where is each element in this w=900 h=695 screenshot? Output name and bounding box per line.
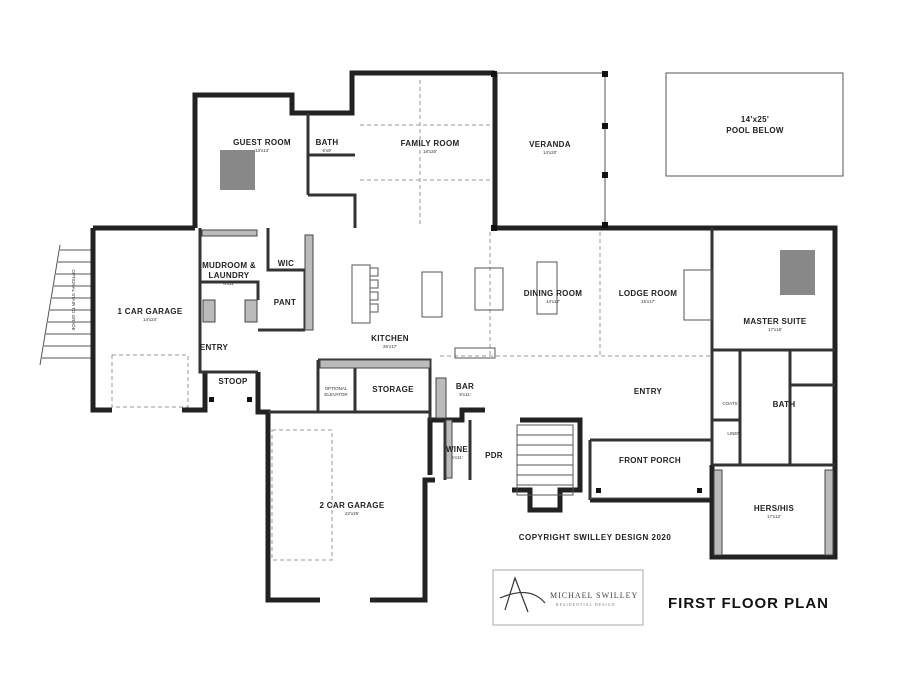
copyright-note: COPYRIGHT SWILLEY DESIGN 2020 [519,533,672,542]
svg-text:BAR: BAR [456,382,474,391]
room-storage: STORAGE [372,385,414,394]
pool-outline: 14'x25' POOL BELOW [665,72,844,177]
room-linen: LINEN [727,431,740,436]
svg-text:ENTRY: ENTRY [634,387,663,396]
svg-text:DINING ROOM: DINING ROOM [524,289,582,298]
svg-text:LAUNDRY: LAUNDRY [209,271,250,280]
svg-text:LINEN: LINEN [727,431,740,436]
logo-name: MICHAEL SWILLEY [550,591,638,600]
optional-stair: OPTIONAL STAIR TO GRADE [39,244,92,366]
svg-text:STOOP: STOOP [218,377,248,386]
svg-text:14'x17': 14'x17' [546,299,560,304]
plan-title: FIRST FLOOR PLAN [668,595,829,612]
svg-text:15'x17': 15'x17' [641,299,655,304]
svg-text:26'x17': 26'x17' [383,344,397,349]
svg-text:22'x26': 22'x26' [345,511,359,516]
svg-text:18'x20': 18'x20' [423,149,437,154]
room-main-entry: ENTRY [634,387,663,396]
room-master-bath: BATH [773,400,796,409]
optional-stair-note: OPTIONAL STAIR TO GRADE [71,269,76,330]
svg-text:OPTIONAL: OPTIONAL [325,386,348,391]
pool-label: POOL BELOW [726,126,784,135]
svg-text:PDR: PDR [485,451,503,460]
svg-text:MUDROOM &: MUDROOM & [202,261,256,270]
svg-text:17'x12': 17'x12' [767,514,781,519]
room-side-entry: ENTRY [200,343,229,352]
svg-text:ELEVATOR: ELEVATOR [324,392,348,397]
svg-text:2 CAR GARAGE: 2 CAR GARAGE [320,501,385,510]
room-coats: COATS [722,401,737,406]
svg-text:BATH: BATH [316,138,339,147]
veranda-outline [491,71,608,231]
svg-text:9'x11': 9'x11' [459,392,470,397]
svg-text:HERS/HIS: HERS/HIS [754,504,795,513]
room-pdr: PDR [485,451,503,460]
pool-size: 14'x25' [741,115,769,124]
main-stair [516,424,574,496]
svg-text:FRONT PORCH: FRONT PORCH [619,456,681,465]
svg-text:ENTRY: ENTRY [200,343,229,352]
svg-text:MASTER SUITE: MASTER SUITE [743,317,807,326]
room-wic: WIC [278,259,294,268]
designer-logo: MICHAEL SWILLEY RESIDENTIAL DESIGN [492,569,644,626]
svg-text:14'x24': 14'x24' [143,317,157,322]
svg-text:COATS: COATS [722,401,737,406]
interior-walls [198,113,835,500]
svg-text:13'x13': 13'x13' [255,148,269,153]
svg-text:BATH: BATH [773,400,796,409]
svg-text:STORAGE: STORAGE [372,385,414,394]
room-stoop: STOOP [218,377,248,386]
svg-text:14'x20': 14'x20' [543,150,557,155]
exterior-walls [90,70,838,603]
svg-text:KITCHEN: KITCHEN [371,334,409,343]
svg-text:FAMILY ROOM: FAMILY ROOM [401,139,460,148]
cabinetry [201,229,834,556]
svg-text:LODGE ROOM: LODGE ROOM [619,289,678,298]
svg-text:WINE: WINE [446,445,468,454]
svg-text:PANT: PANT [274,298,296,307]
svg-text:WIC: WIC [278,259,294,268]
columns [209,397,710,499]
svg-text:6'x11': 6'x11' [451,455,462,460]
svg-text:17'x18': 17'x18' [768,327,782,332]
svg-text:1 CAR GARAGE: 1 CAR GARAGE [118,307,183,316]
svg-text:6'x9': 6'x9' [323,148,332,153]
svg-text:VERANDA: VERANDA [529,140,571,149]
logo-subtitle: RESIDENTIAL DESIGN [556,602,616,607]
svg-text:8'x11': 8'x11' [223,281,234,286]
furniture [220,150,815,359]
room-pantry: PANT [274,298,296,307]
ceiling-beams [111,80,710,561]
room-front-porch: FRONT PORCH [619,456,681,465]
svg-text:GUEST ROOM: GUEST ROOM [233,138,291,147]
